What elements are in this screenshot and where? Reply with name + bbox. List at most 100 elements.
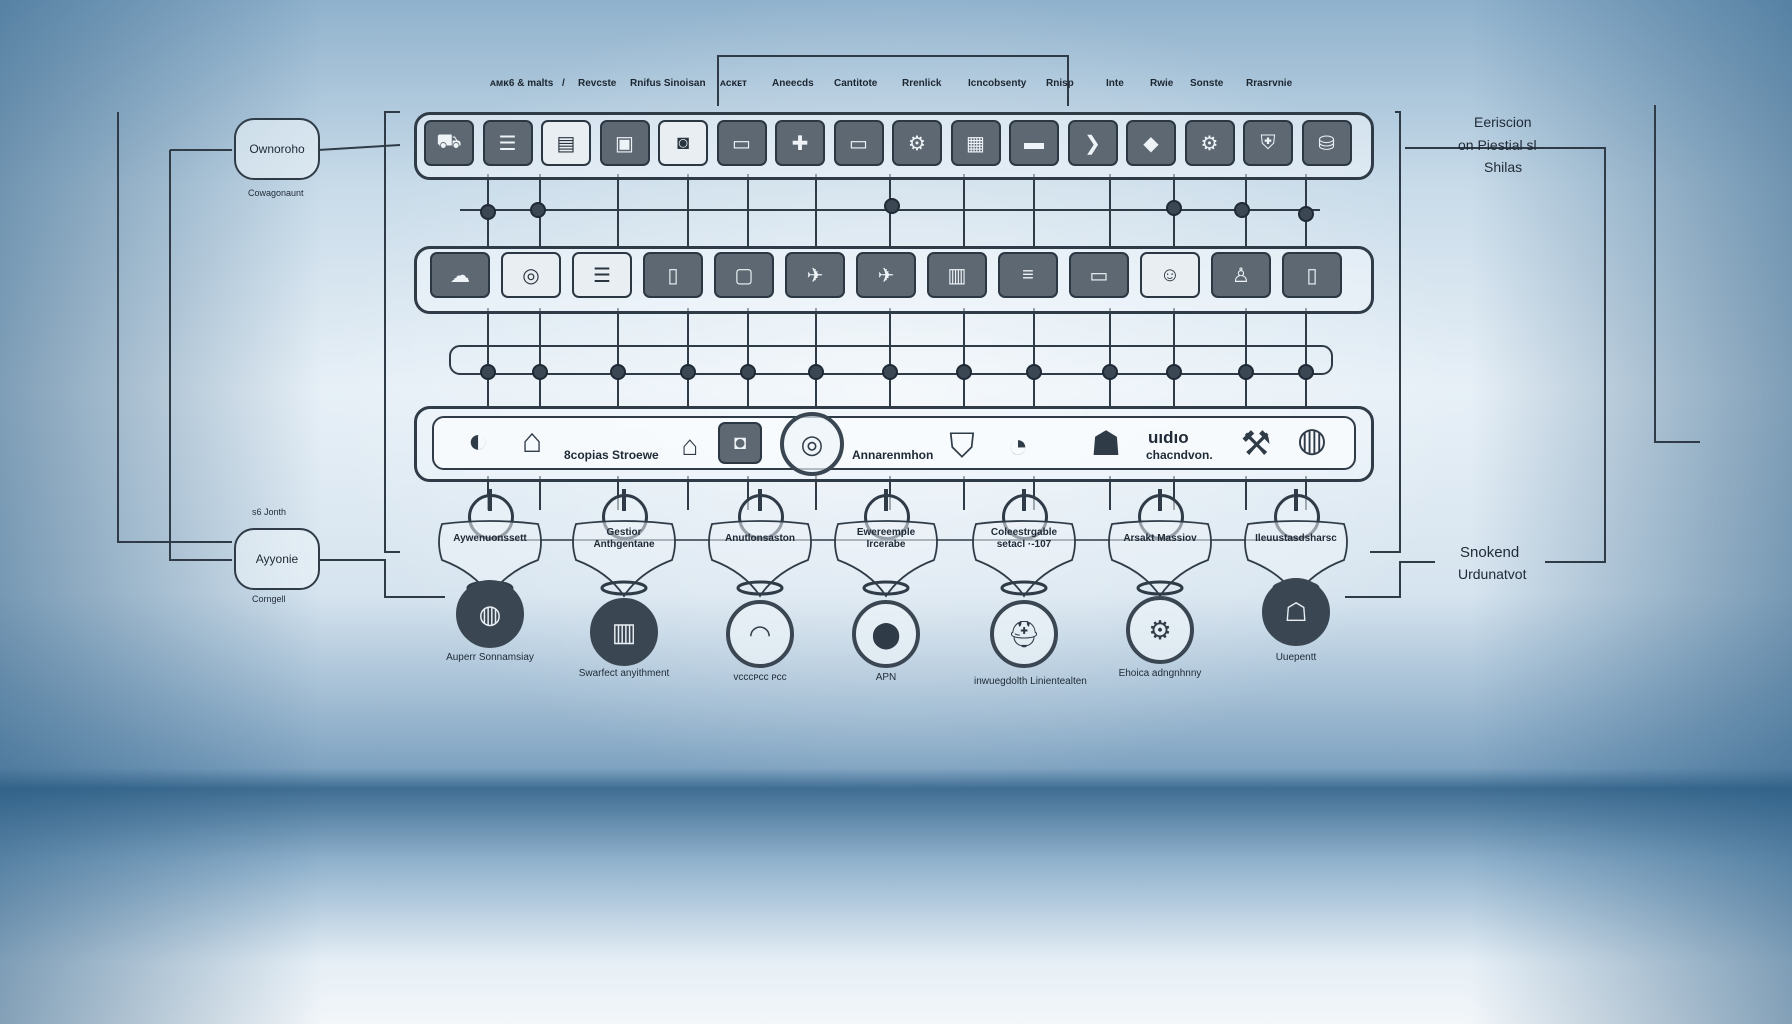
service-shield[interactable]: Anutlonsaston — [704, 520, 816, 598]
left-node-top[interactable]: Ownoroho — [234, 118, 320, 180]
diamond-icon[interactable]: ◆ — [1126, 120, 1176, 166]
list-icon[interactable]: ≡ — [998, 252, 1058, 298]
camera-icon: ◘ — [718, 422, 762, 464]
junction-dot — [1166, 200, 1182, 216]
header-label: Rnifus Sinoisan — [630, 78, 706, 89]
bag-icon: ⛉ — [949, 426, 975, 465]
junction-dot — [1234, 202, 1250, 218]
junction-dot — [740, 364, 756, 380]
left-node-top-caption: Cowagonaunt — [248, 188, 304, 198]
phone-icon[interactable]: ▯ — [643, 252, 703, 298]
map-icon[interactable]: ✈ — [785, 252, 845, 298]
header-label: / — [562, 78, 565, 89]
monitor-icon[interactable]: ▭ — [716, 120, 767, 166]
cloud-icon[interactable]: ☁ — [430, 252, 490, 298]
server-icon[interactable]: ▥ — [590, 598, 658, 666]
shield-outline — [834, 520, 938, 598]
bottom-label: inwuegdolth Linientealten — [974, 676, 1087, 687]
left-node-bottom-top-caption: s6 Jonth — [252, 507, 287, 517]
header-label: Rrasrvnie — [1246, 78, 1293, 89]
right-top-label-2: on Piestial sl — [1458, 137, 1537, 153]
globe-icon[interactable]: ◍ — [456, 580, 524, 648]
left-node-bottom[interactable]: Ayyonie — [234, 528, 320, 590]
bottom-label: Ehoica adngnhnny — [1118, 668, 1202, 679]
junction-dot — [480, 204, 496, 220]
junction-dot — [480, 364, 496, 380]
left-node-bottom-label: Ayyonie — [255, 552, 299, 566]
strip-text-2: Annarenmhon — [852, 448, 934, 462]
laptop-icon[interactable]: ▭ — [1069, 252, 1129, 298]
face-icon[interactable]: ☺ — [1140, 252, 1200, 298]
header-label: Icncobsenty — [968, 78, 1027, 89]
junction-dot — [1298, 206, 1314, 222]
bottom-label: APN — [875, 672, 897, 683]
box-icon[interactable]: ▦ — [950, 120, 1001, 166]
puzzle-icon[interactable]: ✚ — [775, 120, 825, 166]
strip-text-4: chacndvon. — [1146, 448, 1213, 462]
header-label: Rnisp — [1046, 78, 1074, 89]
camera-icon[interactable]: ◙ — [658, 120, 708, 166]
service-shield[interactable]: Ewereemple Ircerabe — [830, 520, 942, 598]
junction-dot — [1026, 364, 1042, 380]
wifi-icon[interactable]: ◠ — [726, 600, 794, 668]
junction-dot — [884, 198, 900, 214]
service-shield[interactable]: Gestior Anthgentane — [568, 520, 680, 598]
header-label: Sonste — [1190, 78, 1224, 89]
service-shield-label: Anutlonsaston — [725, 533, 795, 544]
map-icon[interactable]: ✈ — [856, 252, 916, 298]
person-icon: ☗ — [1090, 425, 1122, 463]
drawer-icon[interactable]: ▣ — [599, 120, 650, 166]
storefront-icon: ⌂ — [521, 421, 543, 460]
right-bottom-label-2: Urdunatvot — [1458, 566, 1527, 582]
service-shield[interactable]: Coleestrgable setacl ·-107 — [968, 520, 1080, 598]
devices-icon[interactable]: ▥ — [927, 252, 987, 298]
machine-icon[interactable]: ⚙ — [1126, 596, 1194, 664]
junction-dot — [532, 364, 548, 380]
shield-outline — [708, 520, 812, 598]
shield-outline — [972, 520, 1076, 598]
service-shield-label: Coleestrgable setacl ·-107 — [990, 527, 1058, 550]
service-shield-label: Ewereemple Ircerabe — [856, 527, 916, 550]
service-shield-label: Gestior Anthgentane — [593, 527, 655, 550]
window-icon[interactable]: ▢ — [714, 252, 774, 298]
bottom-label: Auperr Sonnamsiay — [446, 652, 534, 663]
scene-strip — [432, 416, 1356, 470]
gear-icon[interactable]: ⚙ — [1184, 120, 1235, 166]
strip-text-3: uıdıo — [1148, 428, 1189, 447]
target-icon[interactable]: ◎ — [501, 252, 561, 298]
right-top-label-3: Shilas — [1484, 159, 1523, 175]
person-icon[interactable]: ♙ — [1211, 252, 1271, 298]
location-icon[interactable]: ⬤ — [852, 600, 920, 668]
folder-icon[interactable]: ▤ — [541, 120, 591, 166]
document-icon[interactable]: ☰ — [482, 120, 533, 166]
junction-dot — [882, 364, 898, 380]
tools-icon[interactable]: ⚙ — [892, 120, 942, 166]
shield-icon[interactable]: ⛨ — [1243, 120, 1293, 166]
hat-icon[interactable]: ⛑ — [990, 600, 1058, 668]
bottom-label: Swarfect anyithment — [578, 668, 670, 679]
shield-outline — [572, 520, 676, 598]
header-label: Rrenlick — [902, 78, 942, 89]
junction-dot — [610, 364, 626, 380]
lock-icon[interactable]: ☖ — [1262, 578, 1330, 646]
tray-icon[interactable]: ▬ — [1009, 120, 1059, 166]
satellite-icon: ◐ — [467, 421, 489, 460]
service-shield[interactable]: Ileuustasdsharsc — [1240, 520, 1352, 598]
document-icon[interactable]: ☰ — [572, 252, 632, 298]
header-label: Aneecds — [772, 78, 814, 89]
chevron-icon[interactable]: ❯ — [1067, 120, 1118, 166]
header-label: ᴀᴄᴋᴇᴛ — [720, 78, 747, 89]
monitor-icon[interactable]: ▭ — [833, 120, 884, 166]
phone-icon[interactable]: ▯ — [1282, 252, 1342, 298]
truck-icon[interactable]: ⛟ — [424, 120, 474, 166]
vault-icon[interactable]: ⛁ — [1301, 120, 1352, 166]
globe-icon: ◍ — [1297, 421, 1327, 459]
junction-dot — [1298, 364, 1314, 380]
service-shield-label: Arsakt Massiov — [1123, 533, 1197, 544]
service-shield[interactable]: Arsakt Massiov — [1104, 520, 1216, 598]
header-label: ᴀᴍᴋ6 & malts — [490, 78, 554, 89]
junction-dot — [808, 364, 824, 380]
service-shield-label: Aywenuonssett — [453, 533, 527, 544]
service-shield[interactable]: Aywenuonssett — [434, 520, 546, 598]
right-top-label-1: Eeriscion — [1474, 114, 1532, 130]
